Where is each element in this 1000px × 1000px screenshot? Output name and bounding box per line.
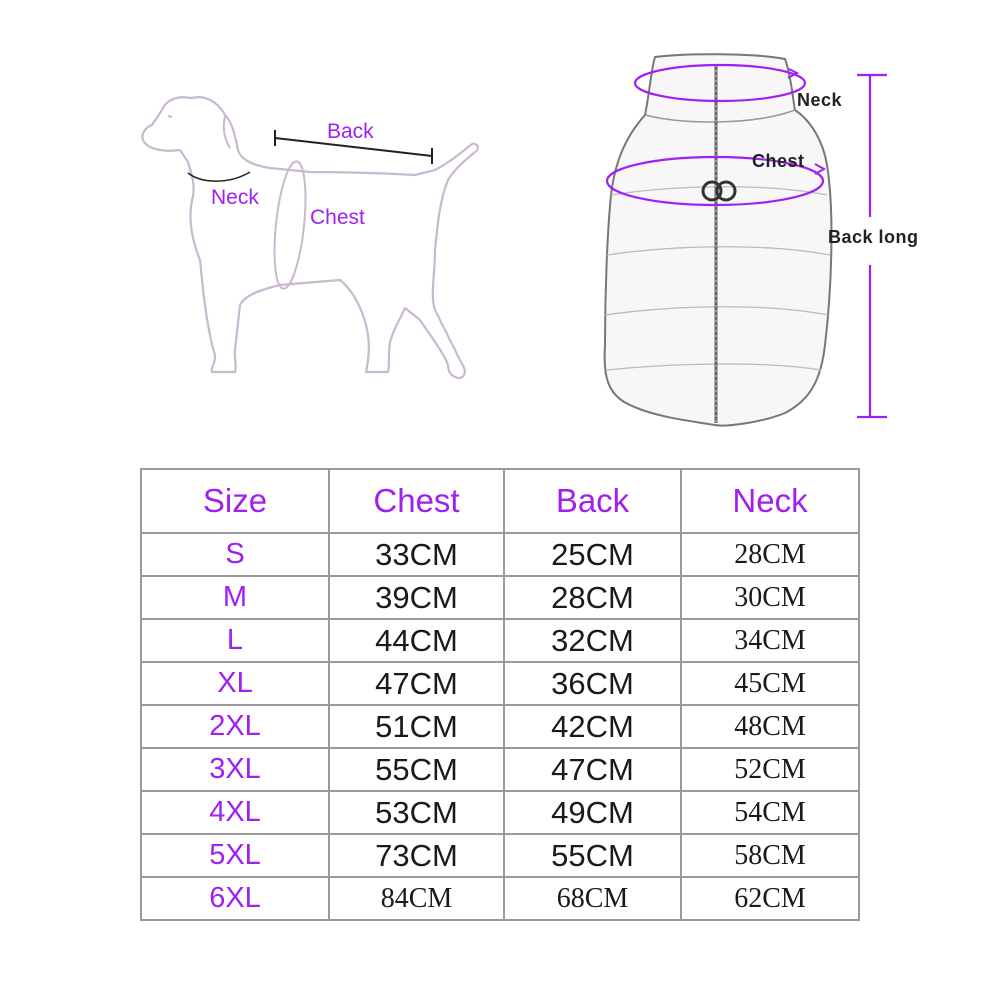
header-neck: Neck xyxy=(680,468,860,534)
table-header-row: Size Chest Back Neck xyxy=(140,468,860,534)
table-row: M 39CM 28CM 30CM xyxy=(140,575,860,620)
vest-diagram: Neck Chest Back long xyxy=(595,45,955,435)
dog-diagram: Back Neck Chest xyxy=(130,80,490,400)
back-cell: 49CM xyxy=(503,790,682,835)
size-cell: 6XL xyxy=(140,876,330,921)
back-cell: 32CM xyxy=(503,618,682,663)
chest-cell: 47CM xyxy=(328,661,505,706)
size-cell: M xyxy=(140,575,330,620)
chest-cell: 53CM xyxy=(328,790,505,835)
back-cell: 36CM xyxy=(503,661,682,706)
header-size: Size xyxy=(140,468,330,534)
neck-cell: 30CM xyxy=(680,575,860,620)
neck-cell: 58CM xyxy=(680,833,860,878)
back-cell: 25CM xyxy=(503,532,682,577)
dog-outline-icon xyxy=(141,95,479,380)
vest-neck-label: Neck xyxy=(797,90,843,110)
vest-outline-icon xyxy=(603,53,887,427)
size-cell: L xyxy=(140,618,330,663)
chest-cell: 44CM xyxy=(328,618,505,663)
dog-chest-label: Chest xyxy=(310,206,365,229)
size-cell: 5XL xyxy=(140,833,330,878)
neck-cell: 34CM xyxy=(680,618,860,663)
chest-cell: 73CM xyxy=(328,833,505,878)
table-row: 2XL 51CM 42CM 48CM xyxy=(140,704,860,749)
neck-cell: 28CM xyxy=(680,532,860,577)
size-cell: 2XL xyxy=(140,704,330,749)
table-row: 4XL 53CM 49CM 54CM xyxy=(140,790,860,835)
vest-back-long-label: Back long xyxy=(828,227,919,247)
back-cell: 68CM xyxy=(503,876,682,921)
neck-cell: 62CM xyxy=(680,876,860,921)
neck-cell: 52CM xyxy=(680,747,860,792)
dog-neck-label: Neck xyxy=(211,186,259,209)
header-back: Back xyxy=(503,468,682,534)
chest-cell: 33CM xyxy=(328,532,505,577)
neck-cell: 54CM xyxy=(680,790,860,835)
back-cell: 28CM xyxy=(503,575,682,620)
table-row: S 33CM 25CM 28CM xyxy=(140,532,860,577)
back-cell: 47CM xyxy=(503,747,682,792)
table-row: 3XL 55CM 47CM 52CM xyxy=(140,747,860,792)
table-row: 5XL 73CM 55CM 58CM xyxy=(140,833,860,878)
back-cell: 55CM xyxy=(503,833,682,878)
neck-cell: 48CM xyxy=(680,704,860,749)
size-cell: S xyxy=(140,532,330,577)
size-cell: 3XL xyxy=(140,747,330,792)
table-row: 6XL 84CM 68CM 62CM xyxy=(140,876,860,921)
size-cell: XL xyxy=(140,661,330,706)
table-row: XL 47CM 36CM 45CM xyxy=(140,661,860,706)
dog-back-label: Back xyxy=(327,120,374,143)
vest-chest-label: Chest xyxy=(752,151,805,171)
chest-cell: 55CM xyxy=(328,747,505,792)
back-cell: 42CM xyxy=(503,704,682,749)
chest-cell: 84CM xyxy=(328,876,505,921)
neck-cell: 45CM xyxy=(680,661,860,706)
table-row: L 44CM 32CM 34CM xyxy=(140,618,860,663)
chest-cell: 51CM xyxy=(328,704,505,749)
header-chest: Chest xyxy=(328,468,505,534)
size-chart-table: Size Chest Back Neck S 33CM 25CM 28CM M … xyxy=(140,468,860,921)
size-cell: 4XL xyxy=(140,790,330,835)
chest-cell: 39CM xyxy=(328,575,505,620)
